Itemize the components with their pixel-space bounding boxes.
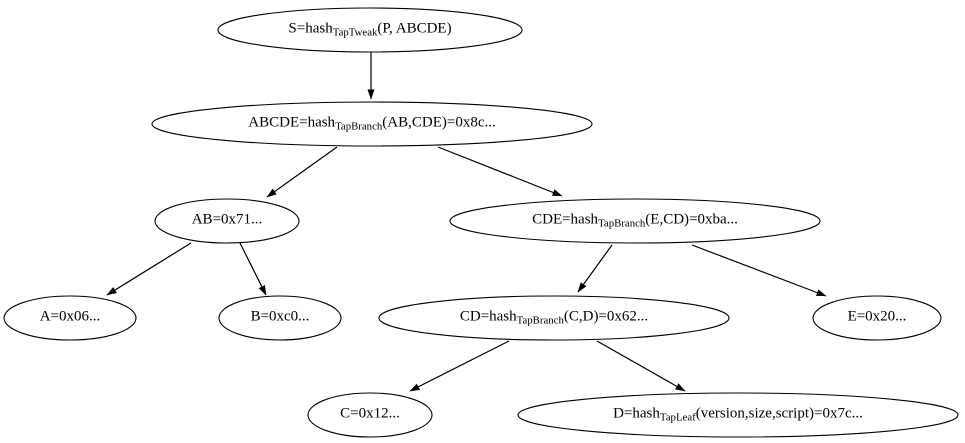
node-A-ellipse bbox=[3, 295, 137, 341]
edge-AB-B bbox=[239, 242, 267, 296]
edge-ABCDE-AB bbox=[266, 146, 338, 198]
node-E-text-pre: E=0x20... bbox=[847, 308, 907, 325]
node-CD-ellipse bbox=[378, 295, 730, 341]
node-B-ellipse bbox=[218, 295, 342, 341]
node-B-label: B=0xc0... bbox=[250, 308, 310, 327]
node-S-subscript: TapTweak bbox=[332, 26, 378, 39]
edge-CDE-CD bbox=[577, 244, 613, 293]
edge-ABCDE-CDE bbox=[437, 146, 563, 197]
node-D-subscript: TapLeaf bbox=[659, 411, 696, 424]
edge-CD-C bbox=[409, 340, 510, 392]
node-C-text-pre: C=0x12... bbox=[340, 405, 400, 422]
node-ABCDE-text-pre: ABCDE=hash bbox=[248, 114, 336, 131]
node-E-label: E=0x20... bbox=[847, 308, 907, 327]
node-CDE-ellipse bbox=[449, 198, 821, 244]
edge-CDE-E bbox=[691, 244, 827, 297]
node-ABCDE-ellipse bbox=[151, 101, 593, 147]
node-CDE-subscript: TapBranch bbox=[598, 217, 646, 230]
node-B-text-pre: B=0xc0... bbox=[250, 308, 310, 325]
node-AB-text-pre: AB=0x71... bbox=[191, 211, 263, 228]
node-A-text-pre: A=0x06... bbox=[39, 308, 101, 325]
edge-CD-D bbox=[596, 340, 686, 392]
node-D-text-pre: D=hash bbox=[613, 405, 660, 422]
node-D-text-post: (version,size,script)=0x7c... bbox=[695, 405, 863, 422]
node-CDE-text-post: (E,CD)=0xba... bbox=[645, 211, 738, 228]
node-D-ellipse bbox=[517, 392, 959, 438]
node-ABCDE-label: ABCDE=hashTapBranch(AB,CDE)=0x8c... bbox=[248, 114, 496, 133]
node-CDE-label: CDE=hashTapBranch(E,CD)=0xba... bbox=[532, 211, 738, 230]
node-CD-text-post: (C,D)=0x62... bbox=[563, 308, 649, 325]
node-CD-label: CD=hashTapBranch(C,D)=0x62... bbox=[459, 308, 649, 327]
node-ABCDE-text-post: (AB,CDE)=0x8c... bbox=[382, 114, 496, 131]
node-ABCDE-subscript: TapBranch bbox=[335, 120, 383, 133]
node-C-ellipse bbox=[307, 392, 433, 438]
node-A-label: A=0x06... bbox=[39, 308, 101, 327]
node-CDE-text-pre: CDE=hash bbox=[532, 211, 599, 228]
node-S-ellipse bbox=[217, 7, 523, 53]
node-S-text-post: (P, ABCDE) bbox=[377, 20, 452, 37]
node-CD-subscript: TapBranch bbox=[516, 314, 564, 327]
edge-AB-A bbox=[106, 242, 192, 296]
node-S-text-pre: S=hash bbox=[288, 20, 333, 37]
node-C-label: C=0x12... bbox=[340, 405, 400, 424]
node-AB-label: AB=0x71... bbox=[191, 211, 263, 230]
node-D-label: D=hashTapLeaf(version,size,script)=0x7c.… bbox=[613, 405, 863, 424]
node-CD-text-pre: CD=hash bbox=[459, 308, 517, 325]
node-S-label: S=hashTapTweak(P, ABCDE) bbox=[288, 20, 452, 39]
node-AB-ellipse bbox=[154, 198, 300, 244]
node-E-ellipse bbox=[812, 295, 942, 341]
